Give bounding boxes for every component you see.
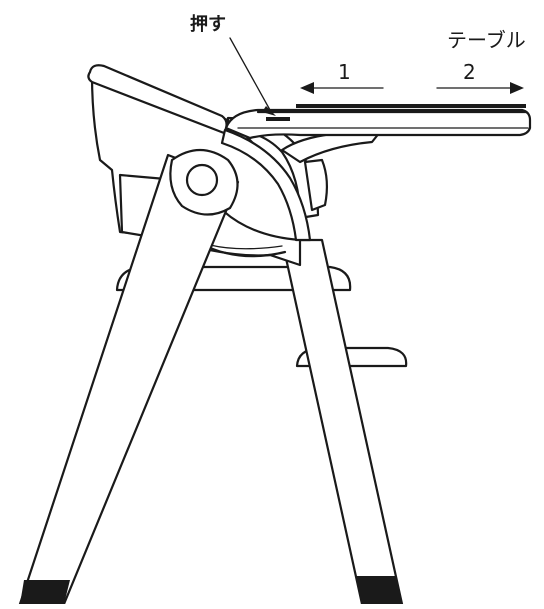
seat-backrest-rim: [87, 64, 228, 135]
table-label: テーブル: [447, 28, 526, 52]
tray-release-button[interactable]: [266, 117, 290, 121]
direction-arrow-2: [436, 82, 524, 94]
frame-rail: [220, 128, 312, 242]
hinge-pivot: [169, 149, 239, 216]
direction-arrow-1: [300, 82, 384, 94]
push-pointer: [229, 37, 276, 116]
back-leg: [280, 238, 404, 606]
direction-1-label: 1: [338, 60, 351, 84]
push-label: 押す: [190, 14, 226, 35]
direction-2-label: 2: [463, 60, 476, 84]
table-tray[interactable]: [224, 104, 532, 140]
